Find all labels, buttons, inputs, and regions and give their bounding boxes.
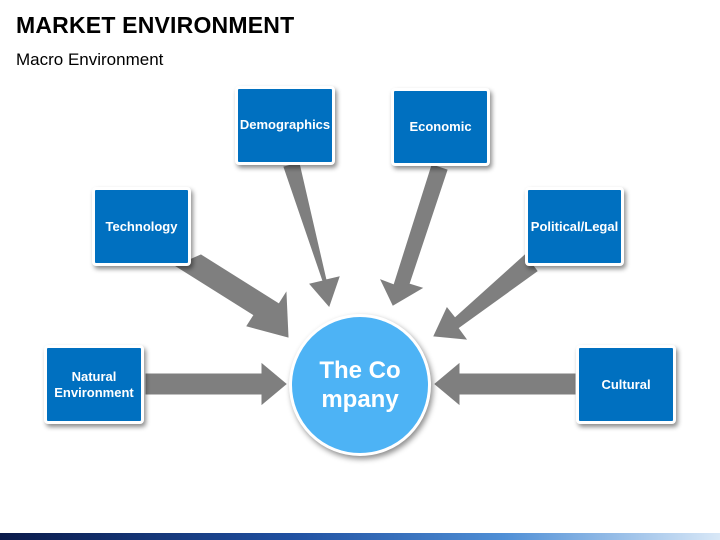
force-box-technology: Technology (92, 187, 191, 266)
force-label-political-legal: Political/Legal (530, 218, 619, 234)
company-circle: The Company (289, 314, 431, 456)
slide-title: MARKET ENVIRONMENT (16, 12, 295, 38)
force-label-technology: Technology (105, 218, 178, 234)
arrow-technology (174, 254, 289, 338)
slide-subtitle: Macro Environment (16, 50, 164, 69)
arrow-cultural (434, 362, 576, 406)
footer-bar (0, 533, 720, 540)
force-label-cultural: Cultural (601, 376, 651, 392)
arrow-political-legal (433, 254, 538, 340)
arrow-demographics (283, 162, 340, 307)
force-box-natural-environment: Natural Environment (44, 345, 144, 424)
company-label: The Company (319, 357, 401, 413)
force-label-demographics: Demographics (239, 117, 331, 132)
force-box-demographics: Demographics (235, 86, 335, 165)
arrow-economic (380, 164, 448, 306)
force-box-political-legal: Political/Legal (525, 187, 624, 266)
force-box-cultural: Cultural (576, 345, 676, 424)
force-box-economic: Economic (391, 88, 490, 166)
force-label-economic: Economic (409, 119, 472, 134)
force-label-natural-environment: Natural Environment (54, 368, 134, 400)
arrow-natural-environment (145, 362, 287, 406)
